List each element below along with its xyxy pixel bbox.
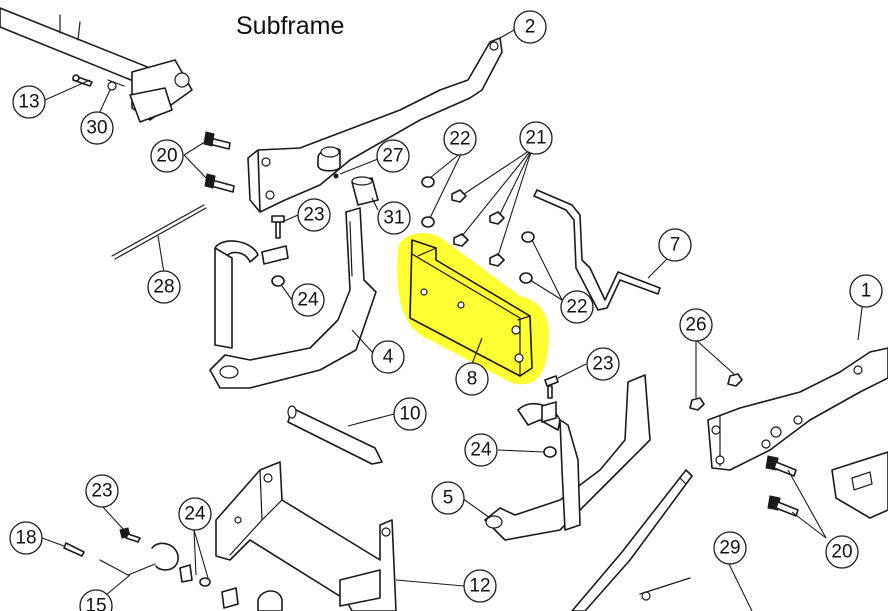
bolt-23-lower: [119, 527, 141, 543]
svg-text:27: 27: [382, 146, 403, 167]
nut-24-upper: [271, 275, 285, 287]
callout-23-upper: 23: [297, 198, 331, 232]
callout-29: 29: [713, 531, 747, 565]
svg-text:10: 10: [399, 404, 420, 425]
callout-21: 21: [519, 121, 553, 155]
callout-13: 13: [12, 85, 46, 119]
frame-12: [215, 461, 397, 611]
arm-5: [484, 374, 651, 541]
leader-lines: [41, 28, 865, 611]
svg-text:26: 26: [685, 315, 706, 336]
svg-text:13: 13: [18, 92, 39, 113]
svg-text:23: 23: [91, 481, 112, 502]
svg-text:4: 4: [383, 347, 394, 368]
nut-24-lower: [179, 564, 283, 611]
svg-text:12: 12: [469, 576, 490, 597]
callout-4: 4: [371, 340, 405, 374]
nut-24-middle: [543, 446, 557, 458]
callout-8: 8: [455, 362, 489, 396]
svg-text:1: 1: [861, 281, 872, 302]
callout-27: 27: [376, 139, 410, 173]
callout-23-lower: 23: [85, 474, 119, 508]
svg-text:20: 20: [156, 146, 177, 167]
svg-text:18: 18: [15, 528, 36, 549]
callout-22-lower: 22: [560, 290, 594, 324]
diagram-title: Subframe: [236, 12, 345, 40]
callout-26: 26: [679, 308, 713, 342]
callout-18: 18: [9, 521, 43, 555]
bracket-8-highlight: [397, 233, 550, 385]
pin-13: [72, 74, 93, 87]
rod-7: [533, 189, 661, 311]
callout-24-lower: 24: [178, 497, 212, 531]
svg-text:29: 29: [719, 538, 740, 559]
pin-29-clip: [639, 577, 691, 601]
callout-10: 10: [393, 397, 427, 431]
svg-text:23: 23: [303, 205, 324, 226]
svg-text:24: 24: [297, 290, 319, 311]
fitting-27: [333, 173, 339, 179]
callout-12: 12: [463, 569, 497, 603]
callout-5: 5: [431, 481, 465, 515]
rail-1: [707, 347, 888, 471]
callout-22-upper: 22: [443, 122, 477, 156]
callout-15: 15: [79, 589, 113, 611]
bushing-31: [351, 176, 379, 206]
svg-text:7: 7: [670, 235, 681, 256]
svg-text:31: 31: [383, 208, 404, 229]
callout-30: 30: [80, 111, 114, 145]
rod-29: [571, 469, 693, 611]
bolt-20-upper: [203, 131, 235, 193]
svg-text:5: 5: [443, 488, 454, 509]
pin-18: [63, 542, 85, 557]
cable-28: [111, 204, 207, 260]
bolt-23-middle: [544, 375, 559, 399]
svg-text:23: 23: [592, 354, 613, 375]
svg-text:22: 22: [566, 297, 587, 318]
nuts-26: [689, 373, 743, 411]
callout-31: 31: [377, 201, 411, 235]
callout-20-lower: 20: [825, 535, 859, 569]
svg-text:15: 15: [85, 596, 106, 611]
svg-text:24: 24: [184, 504, 206, 525]
clip-30: [107, 79, 125, 91]
svg-text:24: 24: [470, 440, 492, 461]
callout-2: 2: [513, 10, 547, 44]
svg-text:21: 21: [525, 128, 546, 149]
svg-text:22: 22: [449, 129, 470, 150]
svg-text:20: 20: [831, 542, 852, 563]
bolt-23-upper: [271, 215, 285, 239]
callout-20-upper: 20: [150, 139, 184, 173]
callout-24-middle: 24: [464, 433, 498, 467]
svg-text:2: 2: [525, 17, 536, 38]
callout-23-middle: 23: [586, 347, 620, 381]
callout-1: 1: [849, 274, 883, 308]
spring-15: [99, 542, 179, 576]
highlight-blob: [397, 233, 550, 385]
washers-22-nuts-21: [421, 176, 535, 284]
callout-28: 28: [147, 270, 181, 304]
drawbar-tube: [0, 7, 193, 123]
rail-2: [247, 37, 503, 213]
callout-24-upper: 24: [291, 283, 325, 317]
svg-text:28: 28: [153, 277, 174, 298]
bolt-20-lower: [765, 451, 888, 519]
tube-10: [287, 405, 383, 465]
arm-4: [209, 207, 377, 389]
svg-text:8: 8: [467, 369, 478, 390]
svg-text:30: 30: [86, 118, 107, 139]
callout-7: 7: [658, 228, 692, 262]
